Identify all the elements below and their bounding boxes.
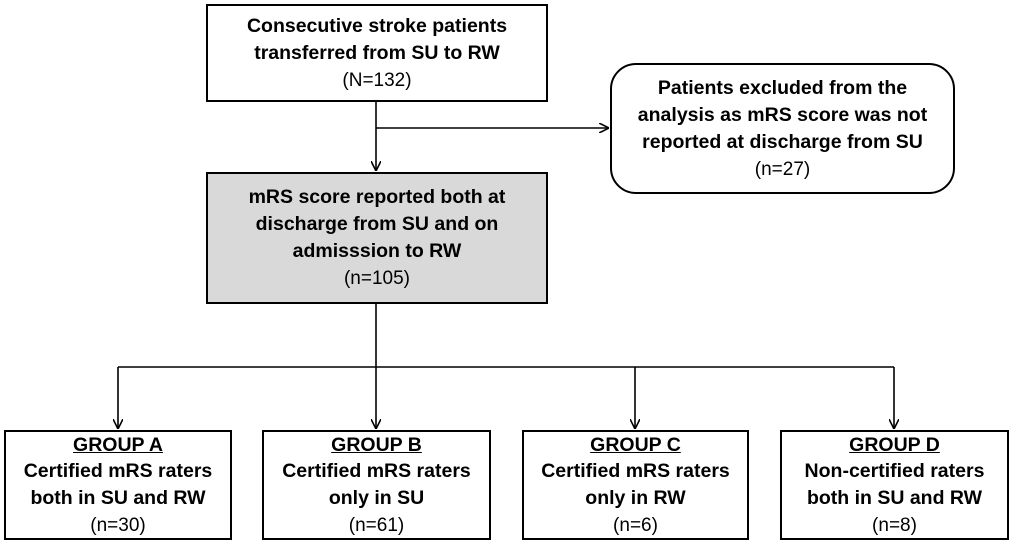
node-count: (n=61) [348, 514, 405, 536]
node-group-d: GROUP D Non-certified raters both in SU … [780, 430, 1009, 540]
node-text-line: Non-certified raters [804, 459, 985, 482]
node-text-line: reported at discharge from SU [642, 130, 923, 153]
node-count: (n=6) [613, 514, 658, 536]
node-text-line: admisssion to RW [292, 240, 462, 262]
node-text-line: Certified mRS raters [23, 459, 213, 482]
node-count: (n=8) [872, 514, 917, 536]
node-count: (n=105) [343, 268, 411, 289]
node-text-line: Patients excluded from the [657, 76, 908, 99]
node-group-c: GROUP C Certified mRS raters only in RW … [522, 430, 749, 540]
node-text-line: mRS score reported both at [248, 186, 506, 208]
node-count: (n=27) [754, 158, 811, 180]
group-title: GROUP C [590, 433, 681, 456]
node-text-line: both in SU and RW [806, 486, 983, 509]
group-title: GROUP A [73, 433, 163, 456]
node-consecutive-patients: Consecutive stroke patients transferred … [206, 4, 548, 102]
node-text-line: analysis as mRS score was not [637, 103, 928, 126]
node-count: (N=132) [342, 69, 412, 91]
node-text-line: Certified mRS raters [282, 459, 471, 482]
node-text-line: both in SU and RW [30, 486, 206, 509]
node-count: (n=30) [90, 514, 146, 536]
node-text-line: Certified mRS raters [541, 459, 730, 482]
node-group-a: GROUP A Certified mRS raters both in SU … [4, 430, 232, 540]
node-text-line: transferred from SU to RW [254, 41, 500, 64]
node-text-line: Consecutive stroke patients [246, 14, 508, 37]
node-excluded-patients: Patients excluded from the analysis as m… [610, 63, 955, 194]
node-mrs-reported: mRS score reported both at discharge fro… [206, 172, 548, 304]
group-title: GROUP D [849, 433, 940, 456]
node-group-b: GROUP B Certified mRS raters only in SU … [262, 430, 491, 540]
group-title: GROUP B [331, 433, 422, 456]
node-text-line: only in RW [585, 486, 686, 509]
node-text-line: only in SU [328, 486, 425, 509]
node-text-line: discharge from SU and on [255, 213, 499, 235]
